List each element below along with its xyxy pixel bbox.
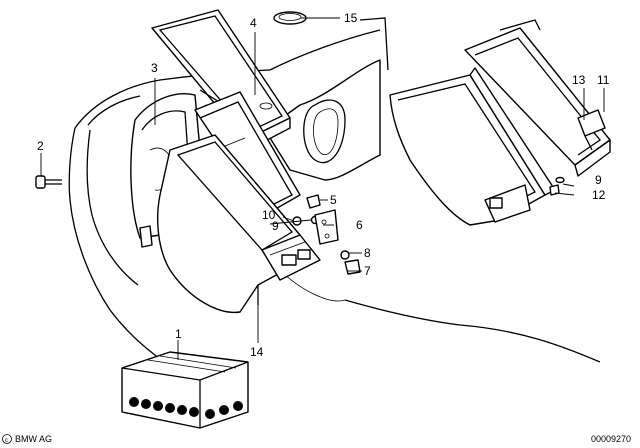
callout-9-right: 9 (595, 173, 602, 187)
callout-15: 15 (344, 11, 358, 25)
callout-12: 12 (592, 188, 606, 202)
footer-brand: BMW AG (15, 434, 52, 444)
copyright-icon (2, 434, 12, 444)
callout-2: 2 (37, 139, 44, 153)
leader-lines (40, 17, 605, 360)
battery-1 (121, 351, 249, 429)
callout-13: 13 (572, 73, 586, 87)
callout-9-left: 9 (272, 219, 279, 233)
latch-11 (577, 109, 606, 151)
callout-3: 3 (151, 61, 158, 75)
callout-14: 14 (250, 345, 264, 359)
callout-7: 7 (364, 264, 371, 278)
callout-8: 8 (364, 246, 371, 260)
right-box (389, 67, 556, 226)
small-parts (35, 175, 565, 275)
svg-text:c: c (5, 438, 8, 444)
callout-5: 5 (330, 193, 337, 207)
lid-13 (464, 19, 611, 177)
callout-4: 4 (250, 16, 257, 30)
callout-1: 1 (175, 327, 182, 341)
callout-10: 10 (262, 208, 276, 222)
storage-box-14 (157, 134, 321, 314)
callout-6: 6 (356, 218, 363, 232)
callout-11: 11 (597, 73, 610, 87)
footer-code: 00009270 (591, 434, 631, 444)
center-bracket (264, 17, 389, 181)
tray (194, 91, 301, 216)
